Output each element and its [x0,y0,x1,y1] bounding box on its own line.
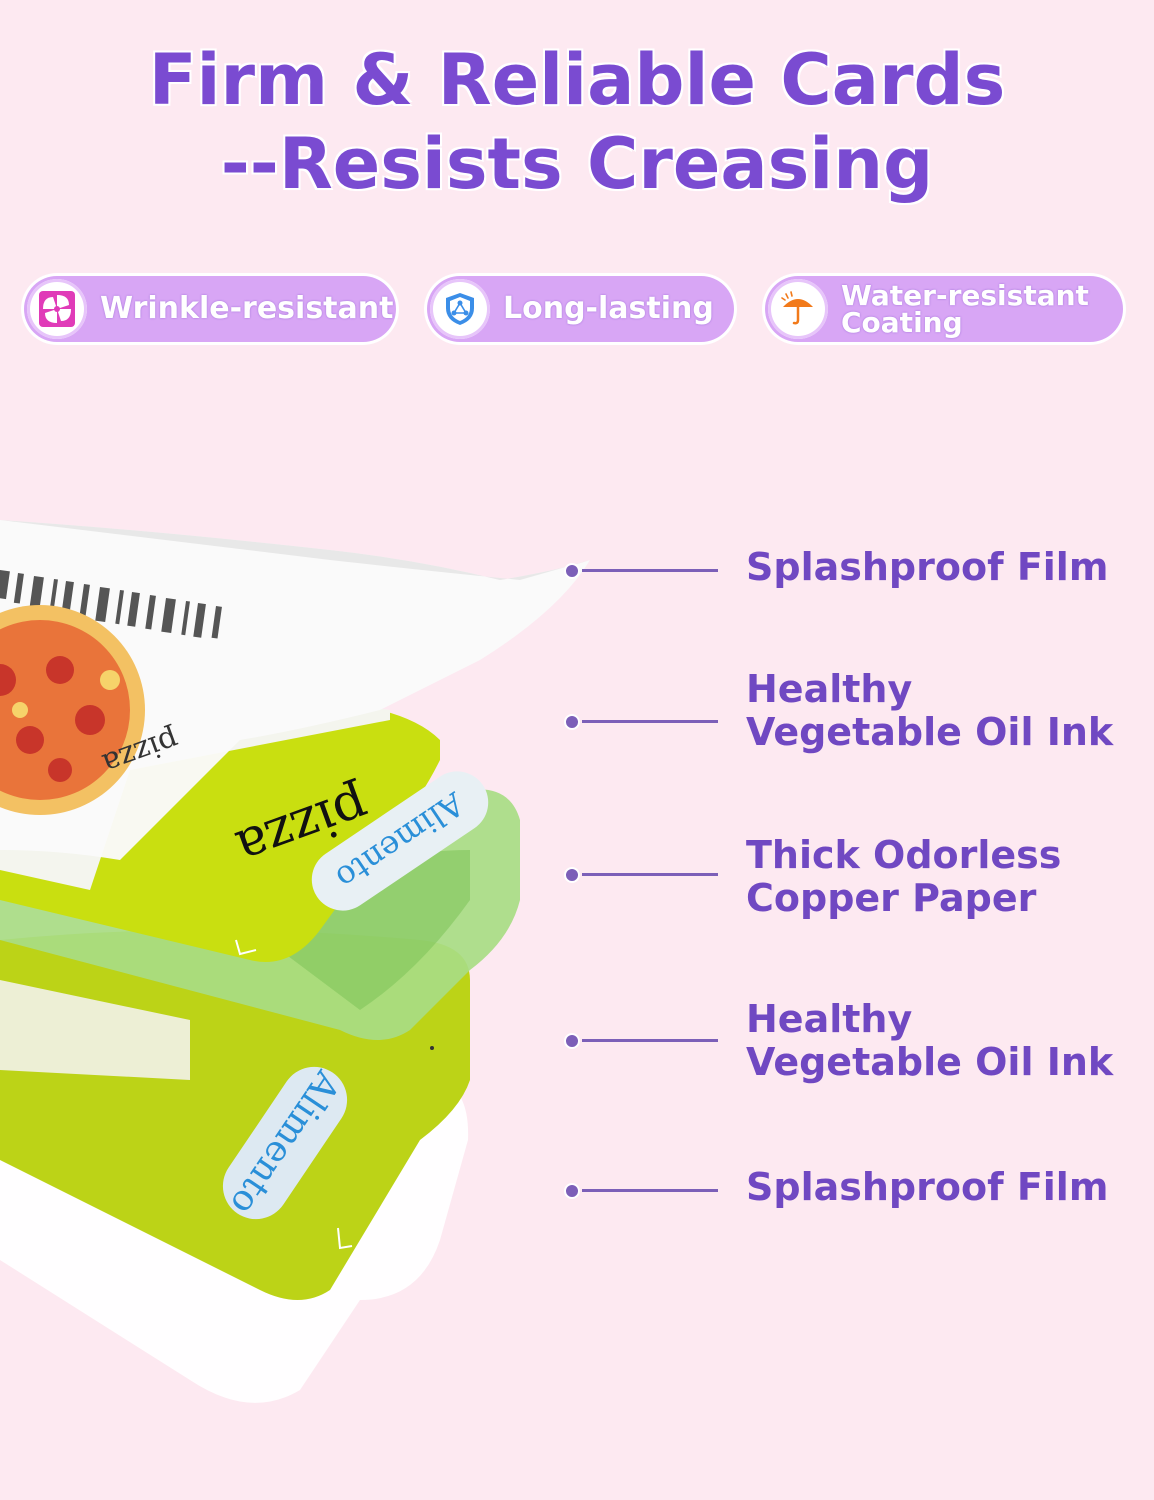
callout-dot [564,1033,580,1049]
callout-line [582,569,718,572]
callout-line [582,720,718,723]
title-line-1: Firm & Reliable Cards [148,39,1006,121]
badge-label: Long-lasting [503,291,714,326]
badge-long-lasting: Long-lasting [427,276,734,342]
callout-line [582,1189,718,1192]
callout-line [582,1039,718,1042]
callout-label: Healthy Vegetable Oil Ink [746,667,1114,754]
badge-wrinkle-resistant: Wrinkle-resistant [24,276,396,342]
page-title: Firm & Reliable Cards --Resists Creasing [0,38,1154,206]
badge-water-resistant: Water-resistant Coating [765,276,1123,342]
upper-category-pill [311,771,489,911]
callout-line [582,873,718,876]
callout-label: Healthy Vegetable Oil Ink [746,997,1114,1084]
barcode-graphic [0,570,222,639]
callout-label: Thick Odorless Copper Paper [746,833,1062,920]
shield-icon [430,279,490,339]
title-line-2: --Resists Creasing [220,123,934,205]
callout-dot [564,714,580,730]
callout-label: Splashproof Film [746,1165,1109,1209]
top-film-layer [0,520,590,860]
badge-label: Water-resistant Coating [841,279,1089,339]
pinwheel-icon [27,279,87,339]
callout-dot [564,1183,580,1199]
layered-card-illustration: Alimento Alimento pizza [0,520,590,1403]
lower-category-pill [222,1066,348,1220]
callout-label: Splashproof Film [746,545,1109,589]
badge-label: Wrinkle-resistant [100,291,394,326]
umbrella-icon [768,279,828,339]
callout-dot [564,867,580,883]
pizza-illustration [0,605,145,815]
callout-dot [564,563,580,579]
